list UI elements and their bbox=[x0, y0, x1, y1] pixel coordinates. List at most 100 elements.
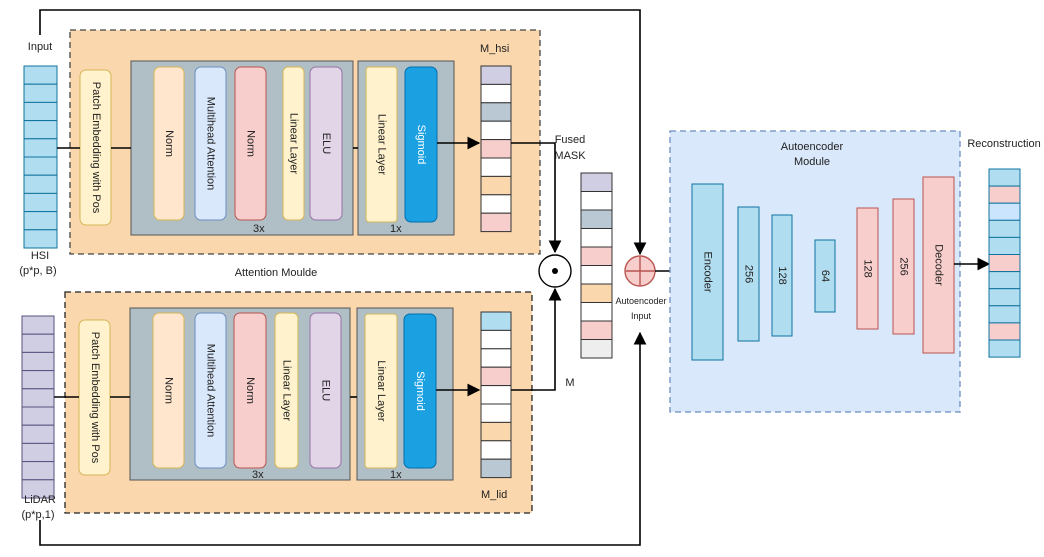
reconstruction-cell bbox=[988, 305, 1021, 324]
fused-mask-cell bbox=[580, 320, 613, 340]
fused-mask-cell bbox=[580, 265, 613, 285]
lidar-attention-block bbox=[194, 312, 227, 469]
autoencoder-input-line2: Input bbox=[631, 311, 652, 321]
autoencoder-input-line1: Autoencoder bbox=[615, 296, 666, 306]
hsi-attention-label: Multihead Attention bbox=[205, 97, 217, 191]
lidar-norm1-label: Norm bbox=[163, 377, 175, 404]
m-hsi-cell bbox=[480, 65, 512, 85]
lidar-norm2-label: Norm bbox=[244, 377, 256, 404]
fused-mask-cell bbox=[580, 191, 613, 211]
fused-mask-cell bbox=[580, 172, 613, 192]
hsi-label: HSI bbox=[31, 250, 49, 262]
lidar-linear-block bbox=[274, 312, 299, 469]
m-hsi-mask-column bbox=[480, 65, 512, 233]
m-hsi-to-multiply-arrow bbox=[511, 142, 562, 254]
hsi-input-cell bbox=[23, 65, 58, 85]
lidar-head-linear-block bbox=[364, 313, 398, 469]
lidar-input-cell bbox=[21, 461, 55, 481]
lidar-attention-label: Multihead Attention bbox=[205, 344, 217, 438]
lidar-shape-label: (p*p,1) bbox=[21, 509, 54, 521]
lidar-label: LiDAR bbox=[24, 494, 56, 506]
layer-128-enc-block bbox=[771, 214, 793, 337]
lidar-patch-embedding-label: Patch Embedding with Pos bbox=[89, 332, 101, 464]
hsi-sigmoid-block bbox=[404, 66, 438, 223]
m-hsi-cell bbox=[480, 83, 512, 104]
reconstruction-cell bbox=[988, 254, 1021, 273]
fused-mask-label-line1: Fused bbox=[555, 134, 586, 146]
m-lid-cell bbox=[480, 311, 512, 331]
fused-mask-cell bbox=[580, 283, 613, 303]
reconstruction-cell bbox=[988, 236, 1021, 255]
m-hsi-cell bbox=[480, 120, 512, 141]
hsi-sigmoid-label: Sigmoid bbox=[415, 125, 427, 165]
lidar-input-cell bbox=[21, 406, 55, 426]
lidar-elu-label: ELU bbox=[320, 380, 332, 401]
fused-mask-cell bbox=[580, 302, 613, 322]
hsi-input-cell bbox=[23, 138, 58, 158]
autoencoder-module-label-line2: Module bbox=[794, 156, 830, 168]
input-bottom-bypass-arrow bbox=[39, 331, 647, 546]
layer-64-label: 64 bbox=[819, 270, 831, 282]
layer-128-dec-label: 128 bbox=[862, 259, 874, 277]
multiply-dot-icon bbox=[552, 268, 558, 274]
m-lid-cell bbox=[480, 421, 512, 442]
hsi-input-column bbox=[23, 65, 58, 249]
layer-256-enc-block bbox=[737, 206, 760, 342]
lidar-elu-block bbox=[309, 312, 342, 469]
lidar-input-cell bbox=[21, 442, 55, 463]
hsi-repeat-3x: 3x bbox=[253, 223, 265, 235]
hsi-shape-label: (p*p, B) bbox=[19, 265, 56, 277]
layer-64-block bbox=[814, 239, 836, 313]
hsi-input-cell bbox=[23, 156, 58, 176]
lidar-repeat-1x: 1x bbox=[390, 469, 402, 481]
m-hsi-cell bbox=[480, 157, 512, 177]
reconstruction-cell bbox=[988, 288, 1021, 307]
reconstruction-column bbox=[988, 168, 1021, 358]
hsi-input-cell bbox=[23, 174, 58, 194]
fused-mask-cell bbox=[580, 339, 613, 359]
hsi-elu-block bbox=[309, 66, 343, 221]
m-lid-cell bbox=[480, 329, 512, 350]
m-label: M bbox=[565, 377, 574, 389]
lidar-norm2-block bbox=[233, 312, 267, 469]
fused-mask-cell bbox=[580, 228, 613, 248]
hsi-input-cell bbox=[23, 211, 58, 231]
lidar-head-linear-label: Linear Layer bbox=[375, 360, 387, 421]
hsi-input-cell bbox=[23, 120, 58, 140]
hsi-input-cell bbox=[23, 192, 58, 213]
m-lid-cell bbox=[480, 366, 512, 387]
m-lid-label: M_lid bbox=[481, 489, 507, 501]
reconstruction-cell bbox=[988, 271, 1021, 290]
lidar-sigmoid-block bbox=[403, 313, 437, 469]
layer-256-enc-label: 256 bbox=[743, 265, 755, 283]
m-lid-cell bbox=[480, 385, 512, 405]
lidar-norm1-block bbox=[152, 312, 185, 469]
m-lid-cell bbox=[480, 458, 512, 479]
fused-mask-label-line2: MASK bbox=[554, 150, 586, 162]
hsi-norm1-label: Norm bbox=[163, 130, 175, 157]
hsi-input-cell bbox=[23, 101, 58, 122]
reconstruction-cell bbox=[988, 185, 1021, 204]
fused-mask-column bbox=[580, 172, 613, 359]
lidar-input-column bbox=[21, 315, 55, 499]
lidar-input-cell bbox=[21, 479, 55, 499]
reconstruction-cell bbox=[988, 339, 1021, 358]
hsi-norm2-block bbox=[234, 66, 267, 221]
layer-128-enc-label: 128 bbox=[776, 266, 788, 284]
decoder-label: Decoder bbox=[933, 244, 945, 286]
input-top-bypass-arrow bbox=[39, 9, 647, 256]
hsi-head-linear-block bbox=[365, 66, 398, 223]
lidar-input-cell bbox=[21, 351, 55, 372]
input-label: Input bbox=[28, 41, 52, 53]
m-lid-mask-column bbox=[480, 311, 512, 479]
lidar-input-cell bbox=[21, 315, 55, 335]
reconstruction-cell bbox=[988, 219, 1021, 238]
m-lid-cell bbox=[480, 348, 512, 368]
layer-256-dec-label: 256 bbox=[898, 257, 910, 275]
hsi-attention-block bbox=[194, 66, 227, 221]
fused-mask-cell bbox=[580, 246, 613, 266]
layer-128-dec-block bbox=[856, 207, 879, 330]
layer-256-dec-block bbox=[892, 198, 915, 335]
hsi-norm2-label: Norm bbox=[245, 130, 257, 157]
reconstruction-cell bbox=[988, 322, 1021, 341]
